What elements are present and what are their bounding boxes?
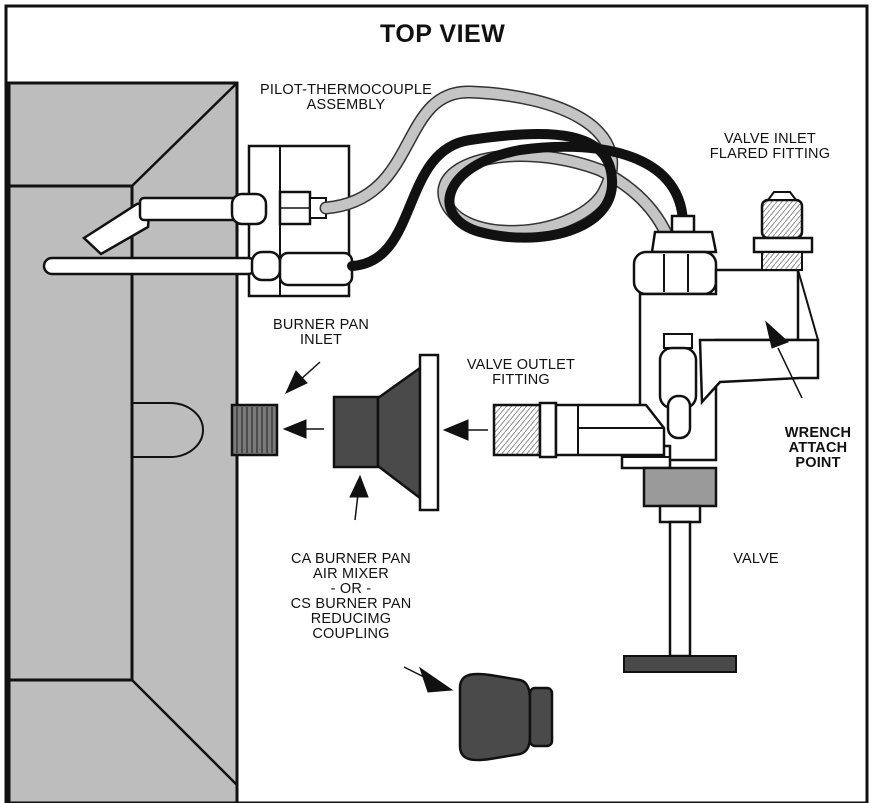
label-line: POINT bbox=[795, 455, 841, 471]
label-line: AIR MIXER bbox=[313, 566, 389, 582]
tubing bbox=[319, 85, 689, 342]
label-line: CA BURNER PAN bbox=[291, 551, 411, 567]
diagram-title: TOP VIEW bbox=[380, 20, 506, 48]
label-line: WRENCH bbox=[784, 425, 852, 441]
label-line: INLET bbox=[299, 332, 343, 348]
valve-assembly bbox=[492, 191, 820, 673]
label-line: PILOT-THERMOCOUPLE bbox=[260, 82, 432, 98]
label-burner-pan-inlet: BURNER PAN INLET bbox=[266, 318, 376, 348]
burner-housing bbox=[7, 81, 239, 803]
arrows bbox=[282, 320, 803, 693]
label-line: - OR - bbox=[330, 581, 372, 597]
label-line: VALVE INLET bbox=[724, 131, 816, 147]
label-line: VALVE OUTLET bbox=[466, 357, 576, 373]
label-valve-outlet: VALVE OUTLET FITTING bbox=[456, 358, 586, 388]
label-pilot-thermocouple: PILOT-THERMOCOUPLE ASSEMBLY bbox=[236, 83, 456, 113]
label-valve: VALVE bbox=[733, 551, 779, 567]
pilot-thermocouple-assembly bbox=[42, 144, 354, 298]
air-mixer bbox=[332, 353, 440, 512]
label-mixer-or-coupling: CA BURNER PAN AIR MIXER - OR - CS BURNER… bbox=[256, 552, 446, 642]
label-line: FLARED FITTING bbox=[709, 146, 831, 162]
outer-frame bbox=[4, 4, 869, 803]
label-line: FITTING bbox=[492, 372, 550, 388]
burner-pan-inlet-stub bbox=[230, 403, 279, 457]
label-line: BURNER PAN bbox=[273, 317, 369, 333]
label-line: COUPLING bbox=[312, 626, 390, 642]
reducing-coupling bbox=[458, 672, 554, 762]
label-line: REDUCIMG bbox=[310, 611, 392, 627]
label-line: CS BURNER PAN bbox=[290, 596, 412, 612]
label-wrench-attach-point: WRENCH ATTACH POINT bbox=[770, 426, 866, 471]
label-line: ASSEMBLY bbox=[306, 97, 386, 113]
label-valve-inlet: VALVE INLET FLARED FITTING bbox=[690, 132, 850, 162]
label-line: ATTACH bbox=[788, 440, 848, 456]
